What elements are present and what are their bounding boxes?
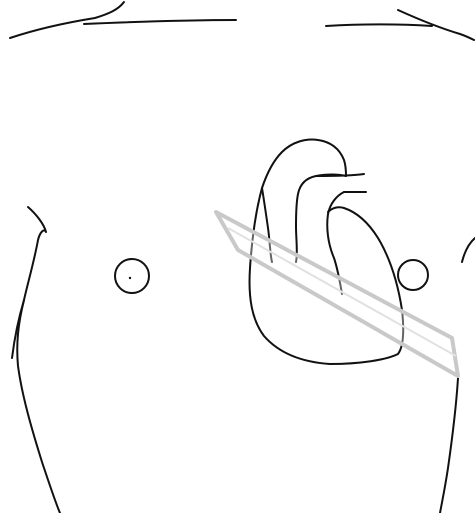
plane-fold-line — [228, 228, 456, 356]
right-armpit-contour — [462, 238, 475, 262]
section-plane — [216, 212, 458, 376]
right-collarbone-line — [326, 25, 432, 27]
left-nipple-dot — [129, 277, 131, 279]
left-nipple — [115, 259, 149, 293]
left-collarbone-line — [84, 20, 236, 24]
right-nipple — [398, 260, 428, 290]
left-torso-side — [17, 300, 60, 513]
left-shoulder-line — [10, 2, 124, 38]
plane-outline — [216, 212, 458, 376]
aortic-arch-inner — [296, 175, 346, 263]
right-torso-side — [440, 378, 458, 513]
